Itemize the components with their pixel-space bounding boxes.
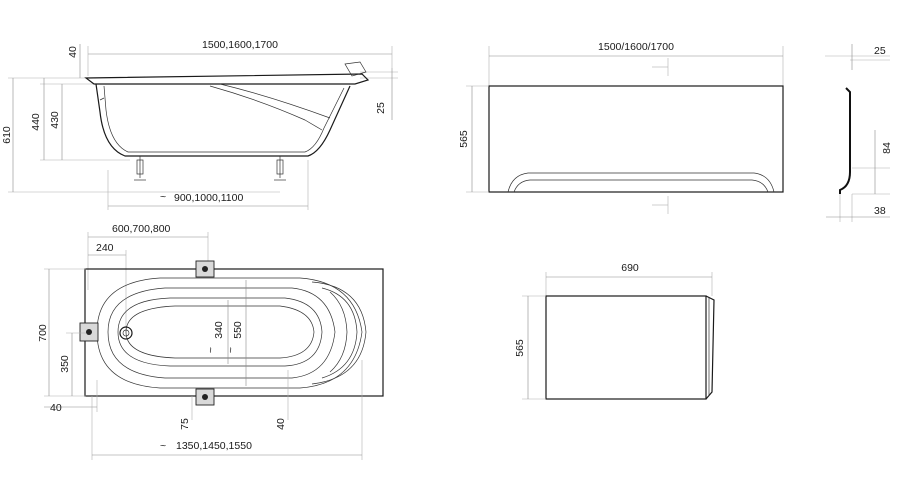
top-bottom-a-label: 75 xyxy=(179,418,191,430)
top-bottom-b-label: 40 xyxy=(275,418,287,430)
side-length-label: 1500,1600,1700 xyxy=(202,39,278,51)
side-headrest-label: 25 xyxy=(375,102,387,114)
top-inner-length-label: 1350,1450,1550 xyxy=(176,440,252,452)
top-drain-label: 240 xyxy=(96,242,114,254)
side-rim-label: 40 xyxy=(67,46,79,58)
side-overall-height-label: 610 xyxy=(1,126,13,144)
front-panel: 1500/1600/1700 565 xyxy=(458,41,784,214)
profile-bottom-label: 38 xyxy=(874,205,886,217)
top-wave-a: ~ xyxy=(205,347,217,353)
side-legs-label: 900,1000,1100 xyxy=(174,192,243,204)
front-panel-height-label: 565 xyxy=(458,130,470,148)
side-view: 1500,1600,1700 40 610 440 430 25 xyxy=(1,39,398,210)
top-view: 600,700,800 240 700 350 xyxy=(37,223,384,460)
top-inner-a-label: 340 xyxy=(213,321,225,339)
profile-mid-label: 84 xyxy=(881,142,893,154)
end-panel-height-label: 565 xyxy=(514,339,526,357)
side-height-a-label: 440 xyxy=(30,113,42,131)
top-half-width-label: 350 xyxy=(59,355,71,373)
profile-top-label: 25 xyxy=(874,45,886,57)
side-height-b-label: 430 xyxy=(49,111,61,129)
top-wave-b: ~ xyxy=(225,347,237,353)
top-inner-b-label: 550 xyxy=(232,321,244,339)
end-panel-width-label: 690 xyxy=(621,262,639,274)
top-width-label: 700 xyxy=(37,324,49,342)
end-panel: 690 565 xyxy=(514,262,715,400)
side-legs-prefix: ~ xyxy=(160,191,166,203)
top-inner-length-prefix: ~ xyxy=(160,440,166,452)
front-panel-length-label: 1500/1600/1700 xyxy=(598,41,674,53)
top-offset-label: 600,700,800 xyxy=(112,223,171,235)
top-left-margin-label: 40 xyxy=(50,402,62,414)
panel-profile: 25 84 38 xyxy=(825,44,893,222)
